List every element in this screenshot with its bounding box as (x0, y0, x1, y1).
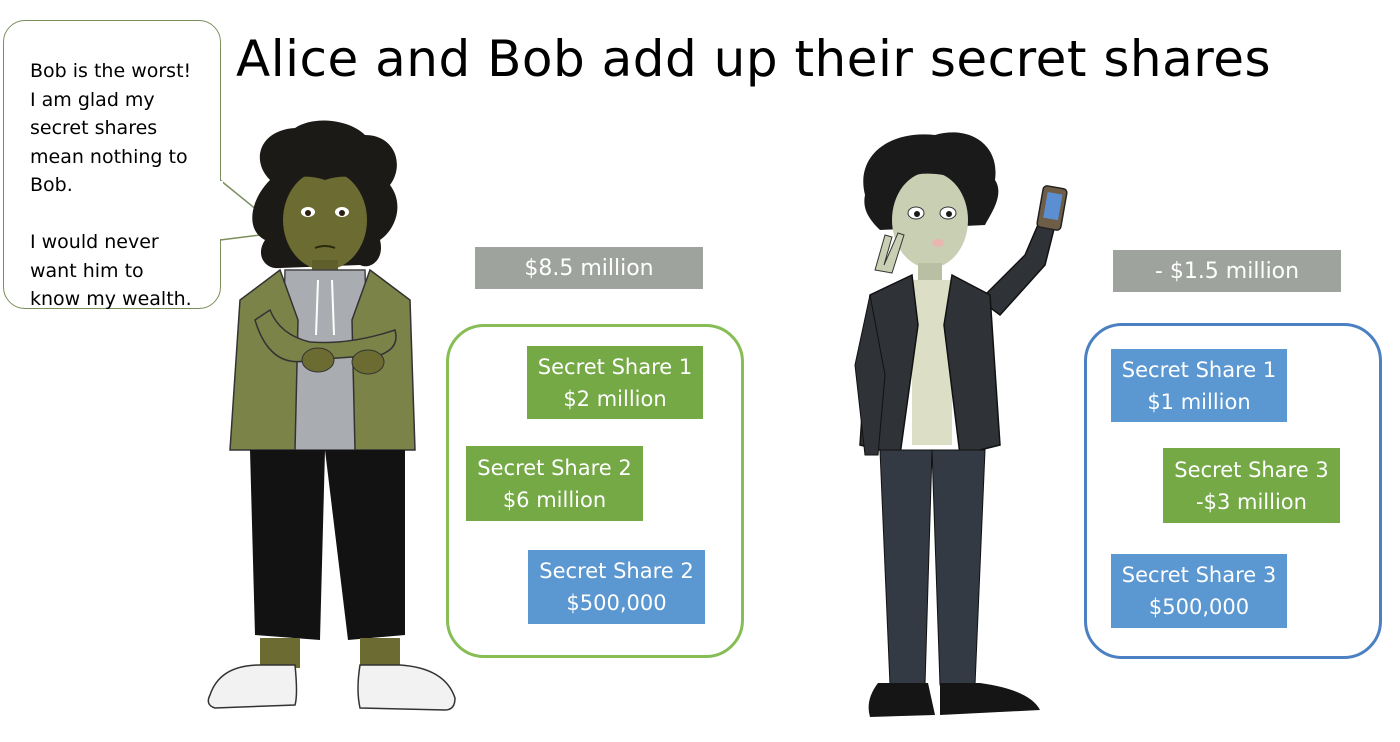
alice-share-3: Secret Share 2 $500,000 (528, 550, 705, 624)
page-title: Alice and Bob add up their secret shares (236, 30, 1272, 88)
share-value: $2 million (563, 386, 667, 411)
speech-bubble-text: Bob is the worst! I am glad my secret sh… (30, 60, 192, 310)
share-label: Secret Share 1 (1121, 357, 1277, 382)
alice-share-2: Secret Share 2 $6 million (466, 446, 643, 521)
bob-total-box: - $1.5 million (1113, 250, 1341, 292)
share-label: Secret Share 2 (477, 455, 632, 480)
alice-shares-container (446, 324, 744, 658)
share-label: Secret Share 1 (537, 354, 693, 379)
speech-bubble: Bob is the worst! I am glad my secret sh… (3, 20, 221, 310)
alice-character-illustration (207, 120, 456, 711)
bob-share-3: Secret Share 3 $500,000 (1111, 554, 1287, 628)
share-value: $6 million (502, 487, 607, 512)
bob-share-2: Secret Share 3 -$3 million (1163, 448, 1340, 523)
share-label: Secret Share 2 (539, 559, 694, 583)
alice-share-1: Secret Share 1 $2 million (527, 346, 703, 419)
share-value: -$3 million (1196, 489, 1307, 514)
share-label: Secret Share 3 (1174, 457, 1329, 482)
bubble-tail-cover (219, 181, 223, 239)
share-value: $1 million (1147, 389, 1251, 414)
alice-total-box: $8.5 million (475, 247, 703, 289)
bob-character-illustration (854, 132, 1068, 717)
bob-share-1: Secret Share 1 $1 million (1111, 349, 1287, 422)
bob-shares-container (1084, 323, 1382, 659)
share-label: Secret Share 3 (1121, 563, 1277, 587)
share-value: $500,000 (566, 591, 667, 615)
share-value: $500,000 (1148, 595, 1250, 619)
